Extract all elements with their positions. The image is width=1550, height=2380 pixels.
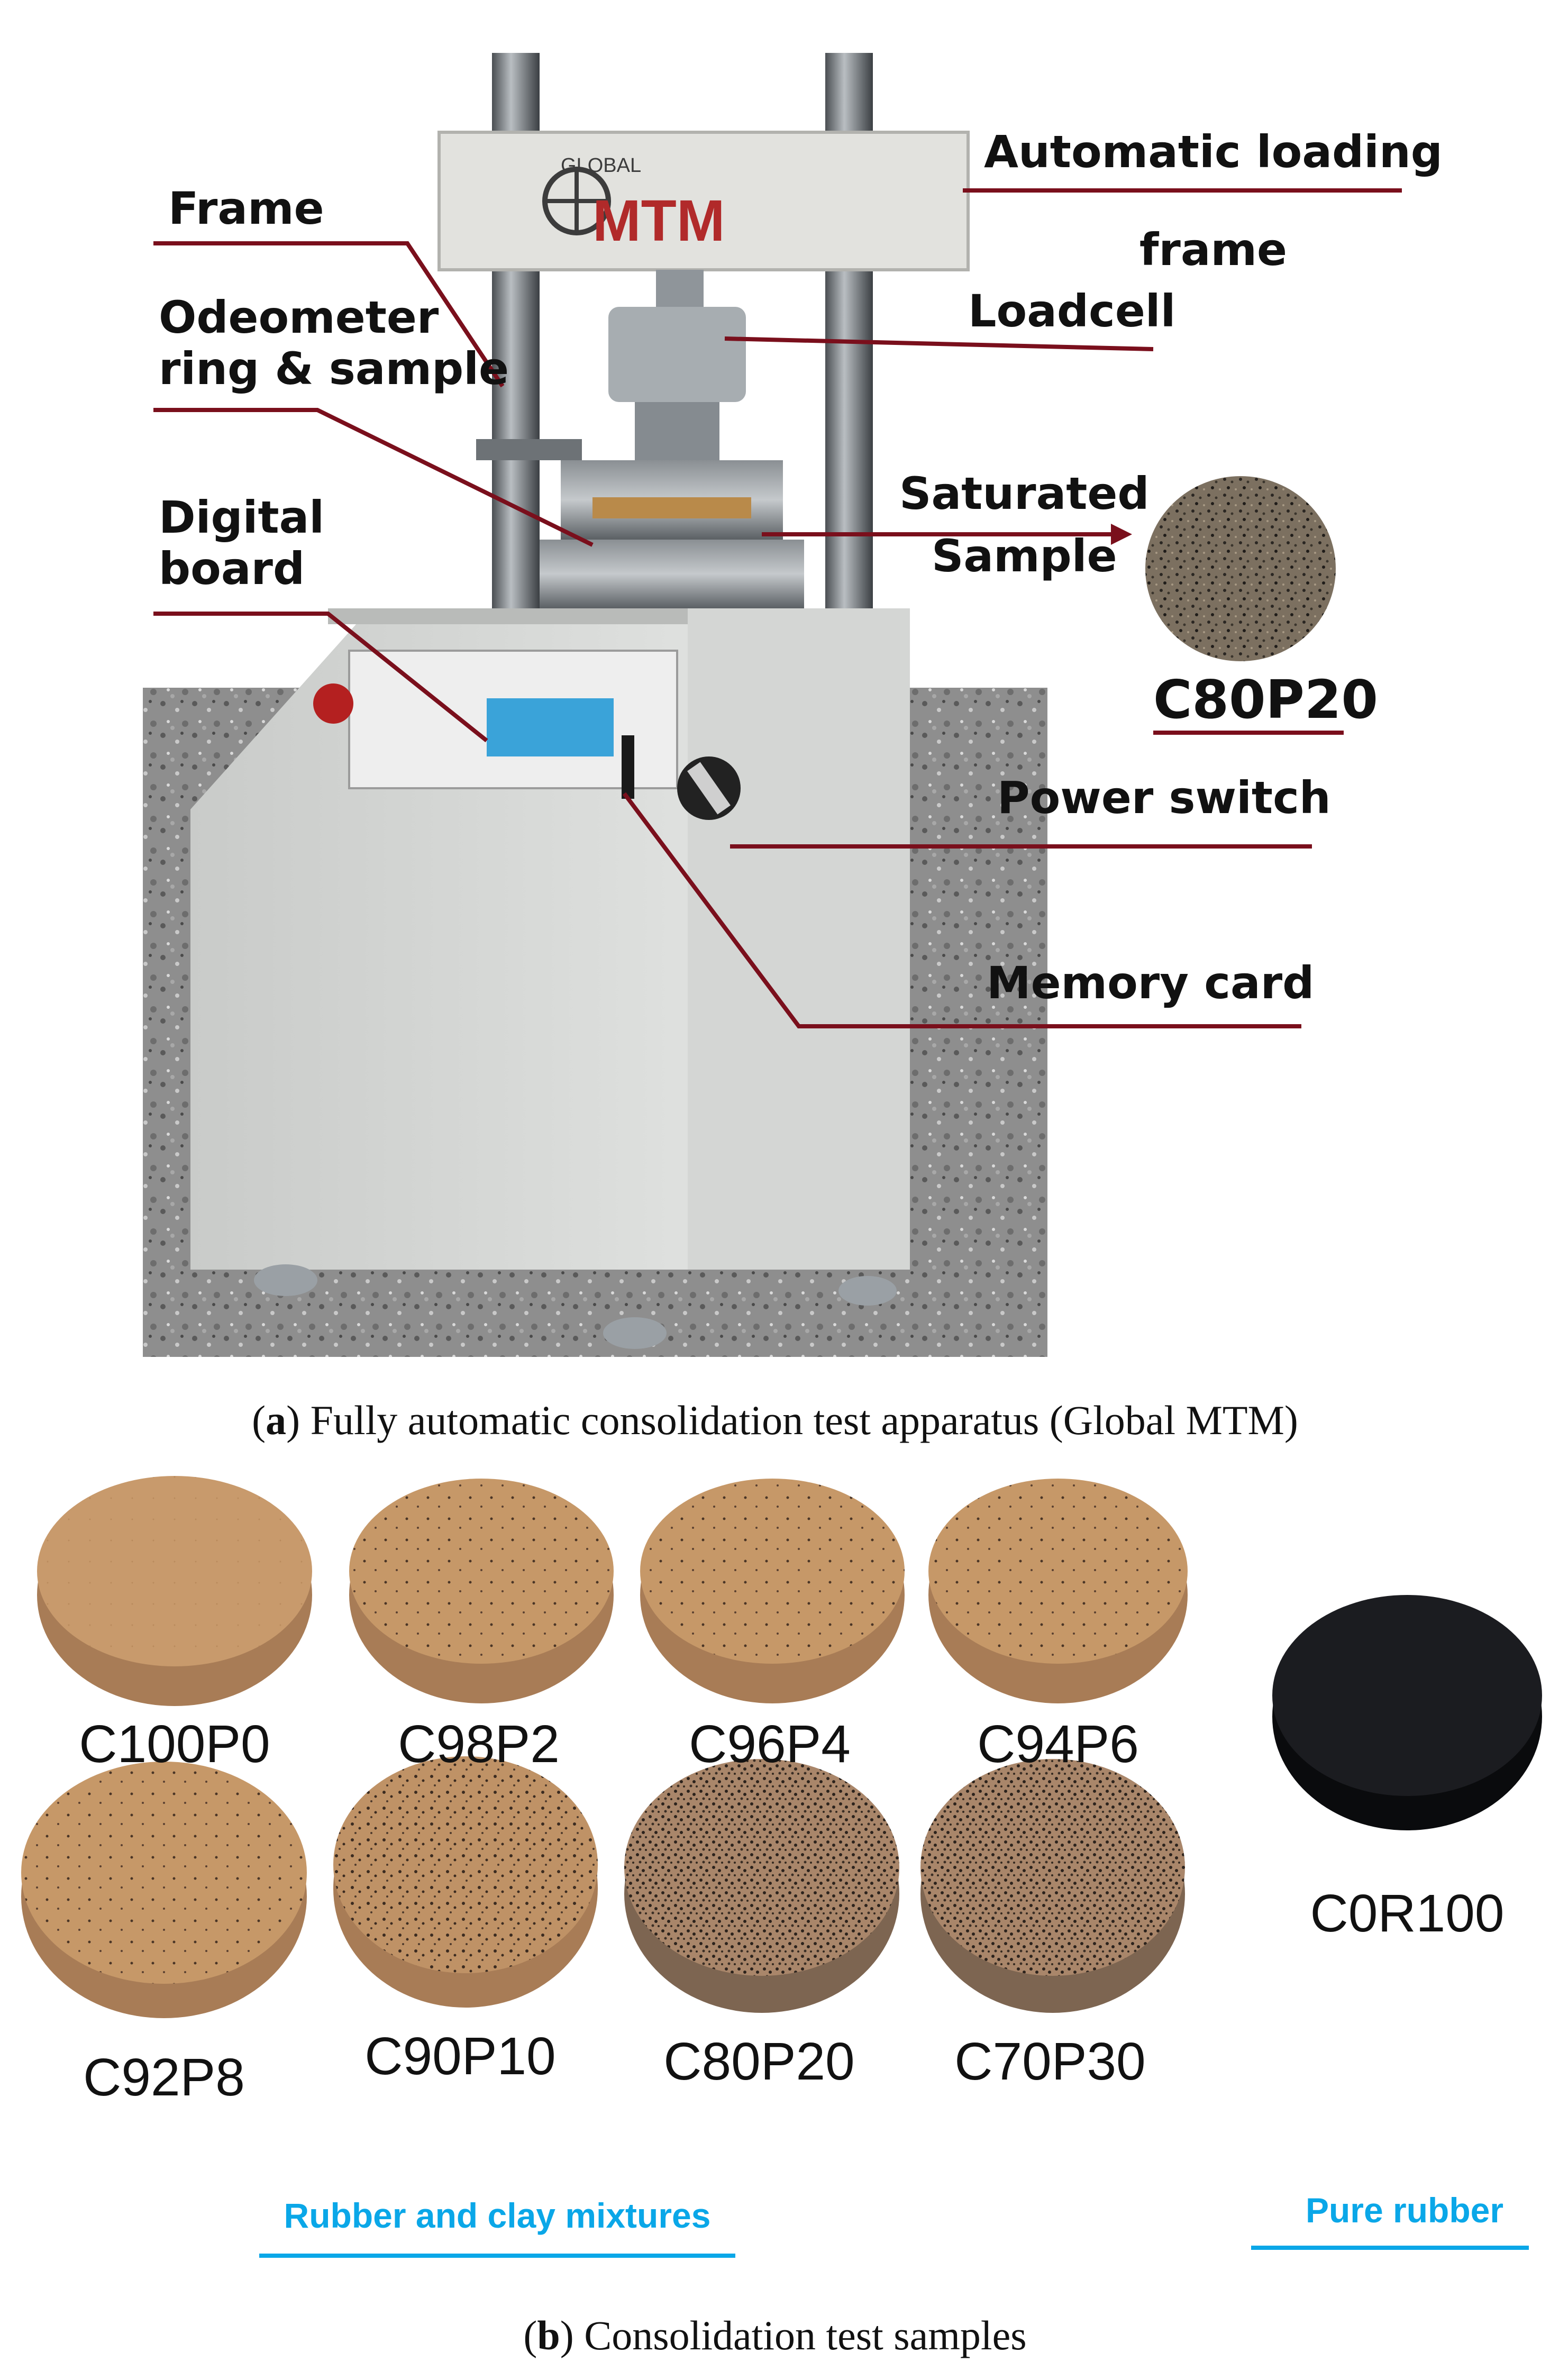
- loadcell-body: [608, 307, 746, 402]
- arrow-head: [1111, 524, 1132, 545]
- sample-label-c80p20: C80P20: [663, 2032, 855, 2091]
- rubber-disc-top: [1272, 1595, 1542, 1796]
- group-label-rubber: Pure rubber: [1305, 2191, 1504, 2230]
- disc-row-1: [37, 1476, 1188, 1706]
- sample-label-c98p2: C98P2: [398, 1715, 560, 1774]
- group-line-rubber: [1251, 2246, 1529, 2250]
- callout-saturated-sample: Saturated Sample: [899, 468, 1150, 582]
- memory-card-slot: [622, 735, 634, 799]
- samples-photo: [21, 1476, 1542, 2018]
- group-line-mixtures: [259, 2254, 735, 2258]
- cabinet-side: [688, 608, 910, 1270]
- sample-label-c100p0: C100P0: [79, 1715, 270, 1774]
- brand-large: MTM: [592, 188, 725, 253]
- callout-memory-card: Memory card: [987, 957, 1315, 1009]
- apparatus-photo: GLOBAL MTM: [143, 53, 1402, 1357]
- inset-sample-label: C80P20: [1153, 669, 1378, 731]
- sample-label-c94p6: C94P6: [977, 1715, 1139, 1774]
- callout-odeometer: Odeometer ring & sample: [159, 291, 509, 395]
- callout-power-switch: Power switch: [997, 772, 1331, 824]
- caption-a-text: Fully automatic consolidation test appar…: [300, 1397, 1298, 1443]
- brand-small: GLOBAL: [561, 154, 641, 177]
- callout-lines: [153, 188, 1402, 1028]
- line-memory-card: [622, 792, 1301, 1028]
- caption-b-text: Consolidation test samples: [573, 2312, 1027, 2358]
- callout-digital-board: Digital board: [159, 491, 325, 595]
- caption-b: (b) Consolidation test samples: [523, 2312, 1027, 2358]
- group-label-mixtures: Rubber and clay mixtures: [284, 2196, 711, 2235]
- callout-loadcell: Loadcell: [968, 285, 1176, 337]
- caption-a-letter: a: [266, 1397, 287, 1443]
- lcd-display: [487, 698, 614, 756]
- caption-a: (a) Fully automatic consolidation test a…: [252, 1397, 1298, 1443]
- caption-b-letter: b: [537, 2312, 560, 2358]
- line-loadcell: [724, 336, 1154, 351]
- line-digital-board: [153, 612, 488, 743]
- sample-label-c96p4: C96P4: [689, 1715, 851, 1774]
- inset-sample-disc: [1145, 476, 1336, 661]
- sample-label-c90p10: C90P10: [364, 2027, 556, 2086]
- emergency-stop: [313, 683, 353, 724]
- line-frame: [153, 241, 505, 388]
- disc-row-2: [21, 1756, 1185, 2018]
- sample-label-c92p8: C92P8: [83, 2048, 245, 2107]
- sample-label-c70p30: C70P30: [954, 2032, 1146, 2091]
- line-odeometer: [153, 408, 594, 547]
- sample-label-c0r100: C0R100: [1310, 1884, 1505, 1943]
- callout-frame: Frame: [168, 183, 324, 234]
- callout-automatic-loading-frame: Automatic loading frame: [984, 126, 1443, 276]
